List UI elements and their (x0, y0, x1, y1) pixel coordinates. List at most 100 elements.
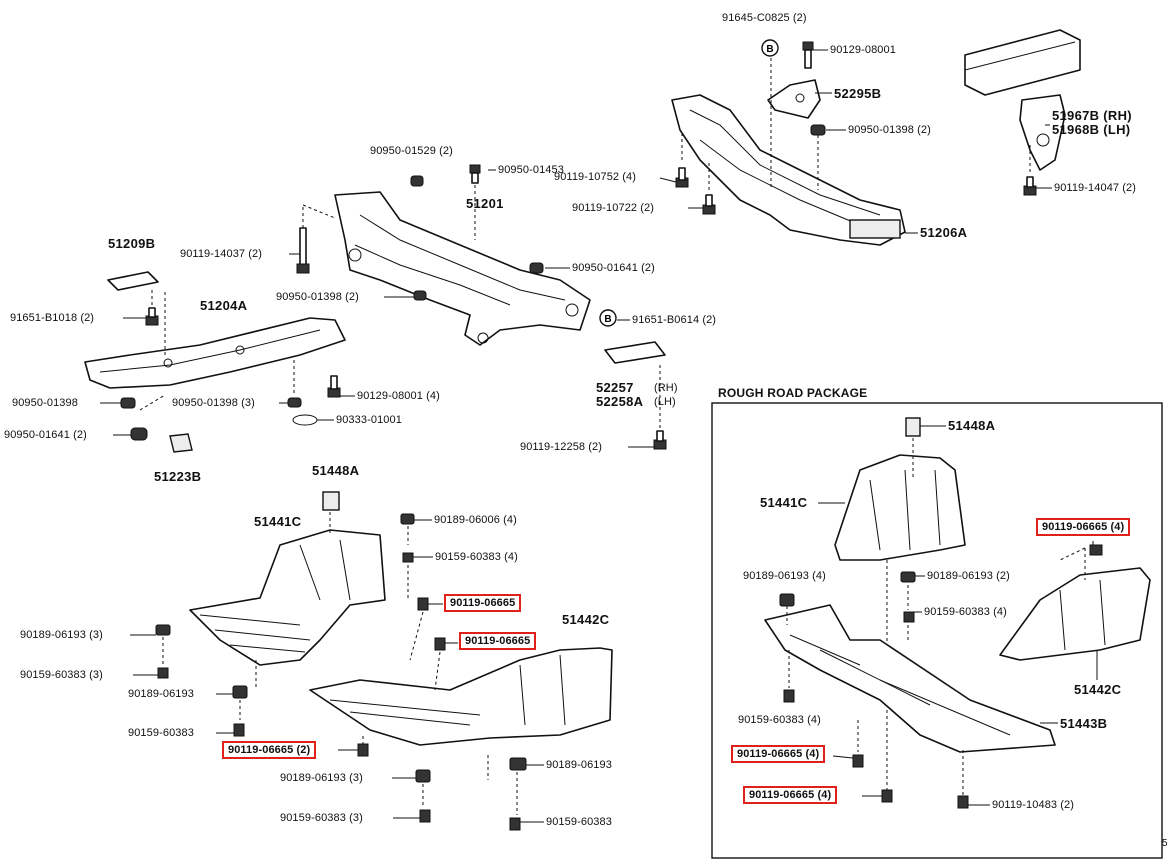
bolt-90119-06665-4c (881, 789, 893, 803)
bracket-52257 (604, 341, 666, 364)
label-51201: 51201 (466, 196, 504, 211)
label-90119-12258: 90119-12258 (2) (520, 441, 603, 453)
cover-51441c-rr (834, 454, 966, 561)
label-51448a-rr: 51448A (948, 418, 996, 433)
crossmember-51204a (84, 317, 346, 389)
crossmember-51206a (671, 94, 906, 246)
pad-51209b (107, 271, 159, 291)
label-51441c-left: 51441C (254, 514, 302, 529)
label-90159-60383-4b: 90159-60383 (4) (924, 606, 1007, 618)
ring-90333 (292, 414, 318, 426)
rough-road-package-box (711, 402, 1163, 859)
bolt-90159-60383-3a (157, 667, 169, 679)
label-90189-06193-2: 90189-06193 (2) (927, 570, 1010, 582)
fastener-90189-06006 (400, 513, 415, 525)
label-90119-06665-b: 90119-06665 (459, 632, 537, 650)
label-90129-08001: 90129-08001 (830, 44, 896, 56)
label-51448a-left: 51448A (312, 463, 360, 478)
label-51223b: 51223B (154, 469, 202, 484)
bolt-90950-01453 (469, 164, 481, 184)
label-52258a: 52258A (596, 394, 644, 409)
label-51206a: 51206A (920, 225, 968, 240)
bolt-90119-12258 (653, 430, 667, 450)
label-90119-06665-4c: 90119-06665 (4) (743, 786, 838, 804)
nut-90950-01398-3 (287, 397, 302, 408)
bolt-90159-60383-4b (903, 611, 915, 623)
label-90189-06193-4: 90189-06193 (4) (743, 570, 826, 582)
bolt-90119-06665-4b (852, 754, 864, 768)
label-91651-b0614: 91651-B0614 (2) (632, 314, 717, 326)
label-51209b: 51209B (108, 236, 156, 251)
label-90950-01641-a: 90950-01641 (2) (572, 262, 655, 274)
svg-text:B: B (766, 44, 773, 55)
bolt-90119-10722 (702, 194, 716, 215)
crossmember-51201 (334, 191, 591, 346)
bracket-51967b (1019, 94, 1066, 171)
rough-road-package-title: ROUGH ROAD PACKAGE (718, 386, 868, 400)
nut-90950-01398-mid (413, 290, 427, 301)
nut-90950-01529 (410, 175, 424, 187)
label-51968b: 51968B (LH) (1052, 122, 1131, 137)
label-90119-06665-2: 90119-06665 (2) (222, 741, 317, 759)
cover-51442c-rr (999, 567, 1151, 661)
label-52295b: 52295B (834, 86, 882, 101)
label-51441c-rr: 51441C (760, 495, 808, 510)
fastener-90159-60383-4 (402, 552, 414, 563)
circle-b-top: B (761, 39, 779, 57)
label-52257-rh: (RH) (654, 382, 678, 394)
label-90950-01453: 90950-01453 (498, 164, 564, 176)
label-91651-b1018: 91651-B1018 (2) (10, 312, 95, 324)
label-90119-14037: 90119-14037 (2) (180, 248, 263, 260)
label-90950-01398-3: 90950-01398 (3) (172, 397, 255, 409)
bolt-90159-60383-3b (419, 809, 431, 823)
label-52257: 52257 (596, 380, 634, 395)
label-90950-01398-a: 90950-01398 (2) (848, 124, 931, 136)
bolt-90159-60383-a (233, 723, 245, 737)
nut-90950-01398-top (810, 124, 826, 136)
label-90119-06665-4b: 90119-06665 (4) (731, 745, 826, 763)
label-90119-14047: 90119-14047 (2) (1054, 182, 1137, 194)
label-90950-01641-b: 90950-01641 (2) (4, 429, 87, 441)
label-90159-60383-b: 90159-60383 (546, 816, 612, 828)
bolt-90119-06665-b (434, 637, 446, 651)
label-90119-06665-4a: 90119-06665 (4) (1036, 518, 1131, 536)
bracket-52295b (767, 79, 821, 119)
label-51442c-rr: 51442C (1074, 682, 1122, 697)
label-52258a-lh: (LH) (654, 396, 676, 408)
bolt-90119-06665-4a (1089, 544, 1103, 556)
bolt-91651-b1018 (145, 307, 159, 326)
nut-90950-01398-left (120, 397, 136, 409)
label-51442c-left: 51442C (562, 612, 610, 627)
label-90950-01529: 90950-01529 (2) (370, 145, 453, 157)
label-90159-60383-3a: 90159-60383 (3) (20, 669, 103, 681)
label-51443b: 51443B (1060, 716, 1108, 731)
label-51967b: 51967B (RH) (1052, 108, 1132, 123)
label-90119-10752: 90119-10752 (4) (554, 171, 637, 183)
label-90189-06193-3b: 90189-06193 (3) (280, 772, 363, 784)
corner-number: 5 (1162, 838, 1168, 849)
clip-90189-06193-3b (415, 769, 431, 783)
label-90189-06006: 90189-06006 (4) (434, 514, 517, 526)
cover-51443b (764, 604, 1056, 753)
label-90950-01398-c: 90950-01398 (12, 397, 78, 409)
cover-51442c (309, 647, 613, 746)
label-51204a: 51204A (200, 298, 248, 313)
label-90129-08001-4: 90129-08001 (4) (357, 390, 440, 402)
bolt-90129-08001-4 (327, 375, 341, 398)
clip-51448a-left (322, 491, 340, 511)
label-90159-60383-4a: 90159-60383 (4) (435, 551, 518, 563)
bolt-90119-10483 (957, 795, 969, 809)
label-90189-06193-a: 90189-06193 (128, 688, 194, 700)
bolt-90159-60383-b (509, 817, 521, 831)
label-90159-60383-3b: 90159-60383 (3) (280, 812, 363, 824)
bolt-90119-10752 (675, 167, 689, 188)
cover-51441c (189, 529, 386, 666)
nut-90950-01641-left (130, 427, 148, 441)
svg-text:B: B (604, 314, 611, 325)
frame-rail (964, 29, 1081, 96)
circle-b-mid: B (599, 309, 617, 327)
label-90119-06665-a: 90119-06665 (444, 594, 522, 612)
clip-90189-06193-a (232, 685, 248, 699)
clip-90189-06193-4 (779, 593, 795, 607)
